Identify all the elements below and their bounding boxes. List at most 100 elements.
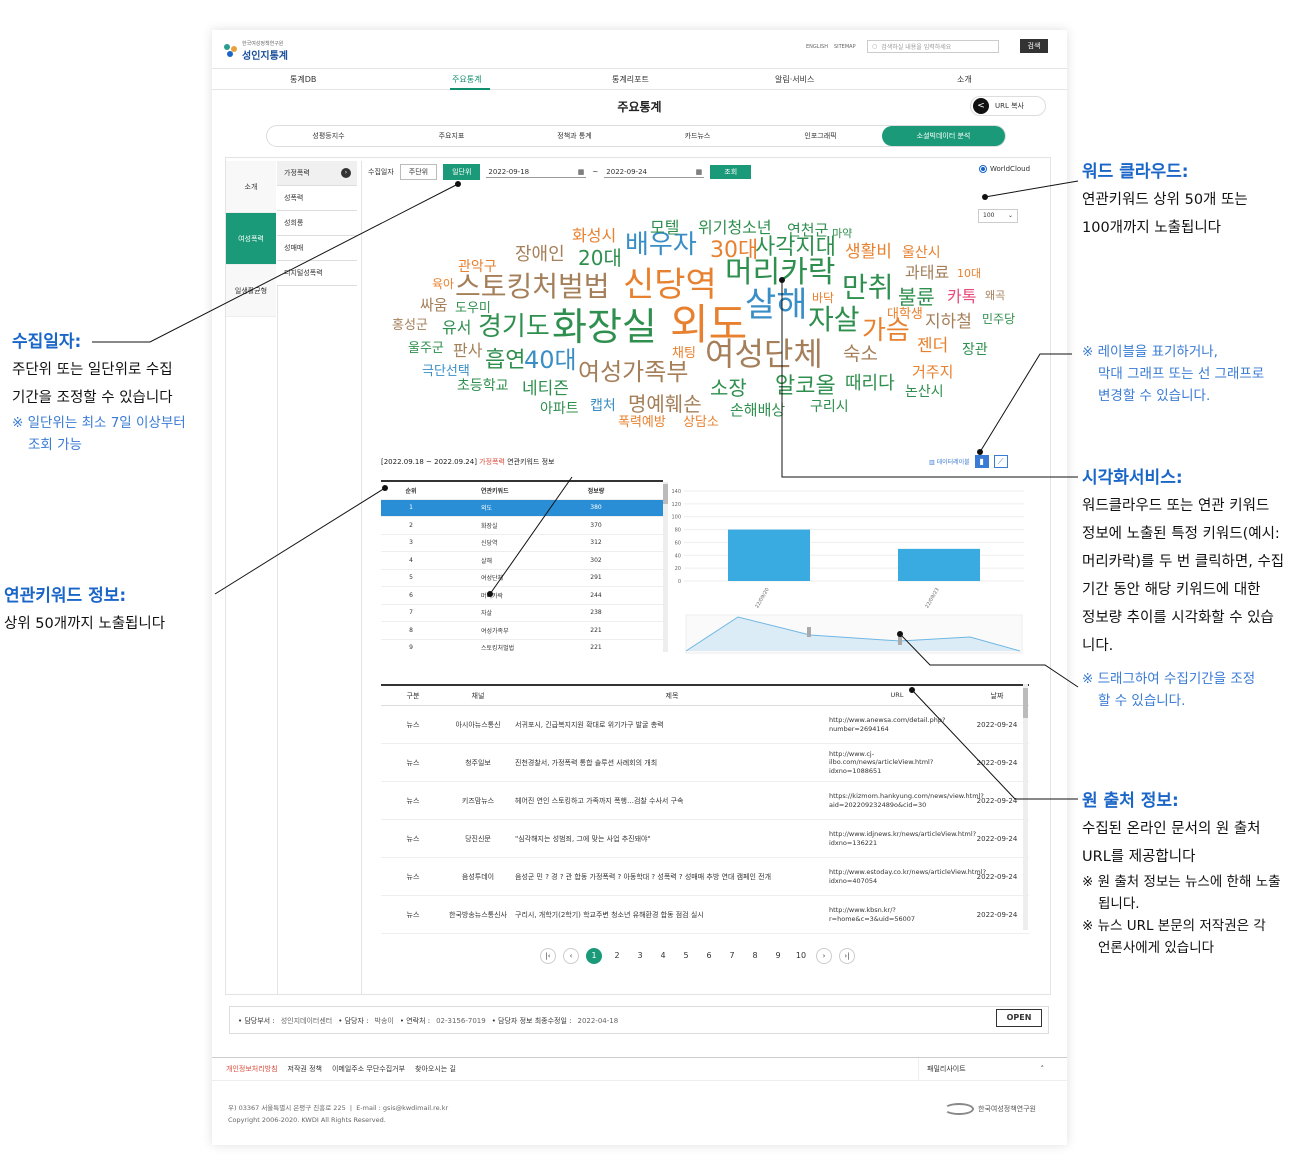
wordcloud-keyword[interactable]: 여성가족부 <box>578 358 689 386</box>
datalabel-button[interactable]: ▥ 데이터레이블 <box>929 459 970 466</box>
footer-email-link[interactable]: 이메일주소 무단수집거부 <box>331 1065 406 1073</box>
submenu-domestic[interactable]: 가정폭력 › <box>277 161 357 186</box>
page-number[interactable]: 2 <box>614 951 620 960</box>
bar-chart-icon[interactable]: ▮ <box>974 455 989 468</box>
wordcloud-keyword[interactable]: 장애인 <box>515 244 565 265</box>
page-number[interactable]: 6 <box>706 951 712 960</box>
submenu-prostitution[interactable]: 성매매 <box>277 236 357 261</box>
wordcloud-keyword[interactable]: 연천군 <box>787 221 829 239</box>
submenu-harassment[interactable]: 성희롱 <box>277 211 357 236</box>
tab-infographic[interactable]: 인포그래픽 <box>804 132 837 140</box>
url-copy-button[interactable]: < URL 복사 <box>970 96 1046 116</box>
wordcloud-keyword[interactable]: 만취 <box>842 271 894 304</box>
wordcloud-keyword[interactable]: 극단선택 <box>422 364 470 379</box>
wordcloud-keyword[interactable]: 왜곡 <box>985 289 1006 302</box>
source-url[interactable]: http://www.anewsa.com/detail.php?number=… <box>829 716 946 733</box>
count-select[interactable]: 100 ⌄ <box>978 209 1018 223</box>
page-number[interactable]: 5 <box>683 951 689 960</box>
search-input[interactable]: ○ 검색하실 내용을 입력하세요 <box>867 40 999 53</box>
wordcloud-keyword[interactable]: 모텔 <box>650 218 680 237</box>
page-number[interactable]: 9 <box>775 951 781 960</box>
menu-violence[interactable]: 여성폭력 <box>226 213 276 265</box>
wordcloud-keyword[interactable]: 살해 <box>745 285 808 325</box>
wordcloud-keyword[interactable]: 배우자 <box>625 230 697 260</box>
wordcloud-keyword[interactable]: 싸움 <box>420 296 448 314</box>
bar[interactable] <box>728 529 810 581</box>
wordcloud-keyword[interactable]: 경기도 <box>478 312 550 342</box>
wordcloud-keyword[interactable]: 카톡 <box>947 287 977 306</box>
nav-statdb[interactable]: 통계DB <box>290 75 317 84</box>
bar[interactable] <box>898 548 980 581</box>
wordcloud-keyword[interactable]: 캡처 <box>590 398 616 414</box>
daily-button[interactable]: 일단위 <box>443 164 481 180</box>
scroll-thumb[interactable] <box>663 484 668 504</box>
scroll-thumb[interactable] <box>1023 688 1028 718</box>
nav-main-stats[interactable]: 주요통계 <box>452 75 482 84</box>
source-scrollbar[interactable] <box>1023 684 1028 930</box>
start-date-input[interactable]: 2022-09-18▦ <box>486 167 587 178</box>
wordcloud-keyword[interactable]: 논산시 <box>905 384 944 400</box>
wordcloud-keyword[interactable]: 거주지 <box>912 363 954 381</box>
wordcloud-keyword[interactable]: 과태료 <box>905 263 950 282</box>
wordcloud-keyword[interactable]: 마약 <box>832 227 853 240</box>
source-url[interactable]: http://www.estoday.co.kr/news/articleVie… <box>829 868 987 885</box>
menu-intro[interactable]: 소개 <box>226 161 276 213</box>
first-page-icon[interactable]: |‹ <box>540 948 556 964</box>
footer-copyright-link[interactable]: 저작권 정책 <box>287 1065 322 1073</box>
wordcloud-keyword[interactable]: 20대 <box>578 246 622 270</box>
wordcloud-keyword[interactable]: 생활비 <box>845 242 892 262</box>
wordcloud-keyword[interactable]: 자살 <box>808 303 860 336</box>
end-date-input[interactable]: 2022-09-24▦ <box>604 167 705 178</box>
weekly-button[interactable]: 주단위 <box>399 164 438 180</box>
wordcloud-keyword[interactable]: 폭력예방 <box>618 415 666 430</box>
english-link[interactable]: ENGLISH <box>806 44 828 50</box>
wordcloud-keyword[interactable]: 바닥 <box>812 291 835 305</box>
wordcloud-keyword[interactable]: 도우미 <box>455 301 491 316</box>
wordcloud-keyword[interactable]: 화장실 <box>552 305 657 349</box>
wordcloud-radio[interactable]: WorldCloud <box>979 165 1030 173</box>
wordcloud-keyword[interactable]: 민주당 <box>982 312 1016 326</box>
line-chart-icon[interactable]: ⟋ <box>993 455 1008 468</box>
tab-gender-equality[interactable]: 성평등지수 <box>312 132 345 140</box>
page-number[interactable]: 10 <box>795 951 807 960</box>
calendar-icon[interactable]: ▦ <box>695 167 703 176</box>
search-button[interactable]: 검색 <box>1020 39 1048 53</box>
nav-about[interactable]: 소개 <box>957 75 972 84</box>
tab-cardnews[interactable]: 카드뉴스 <box>684 132 711 140</box>
page-number[interactable]: 1 <box>586 948 602 964</box>
tab-key-indicators[interactable]: 주요지표 <box>438 132 465 140</box>
wordcloud-keyword[interactable]: 불륜 <box>898 285 935 309</box>
footer-location-link[interactable]: 찾아오시는 길 <box>415 1065 456 1073</box>
wordcloud-keyword[interactable]: 명예훼손 <box>628 392 702 416</box>
menu-worklife[interactable]: 일생활균형 <box>226 265 276 317</box>
wordcloud-keyword[interactable]: 스토킹처벌법 <box>455 270 610 303</box>
wordcloud-keyword[interactable]: 위기청소년 <box>698 218 772 237</box>
wordcloud-keyword[interactable]: 아파트 <box>540 401 579 417</box>
page-number[interactable]: 7 <box>729 951 735 960</box>
source-url[interactable]: https://kizmom.hankyung.com/news/view.ht… <box>829 792 984 809</box>
wordcloud-keyword[interactable]: 상담소 <box>683 415 719 430</box>
wordcloud-keyword[interactable]: 외도 <box>670 300 748 349</box>
calendar-icon[interactable]: ▦ <box>577 167 585 176</box>
footer-privacy-link[interactable]: 개인정보처리방침 <box>226 1065 278 1073</box>
wordcloud-keyword[interactable]: 30대 <box>710 238 759 263</box>
page-number[interactable]: 4 <box>660 951 666 960</box>
page-number[interactable]: 8 <box>752 951 758 960</box>
sitemap-link[interactable]: SITEMAP <box>833 44 856 50</box>
wordcloud-keyword[interactable]: 때리다 <box>845 373 895 394</box>
wordcloud-keyword[interactable]: 40대 <box>524 346 577 374</box>
wordcloud-keyword[interactable]: 관악구 <box>458 259 497 275</box>
